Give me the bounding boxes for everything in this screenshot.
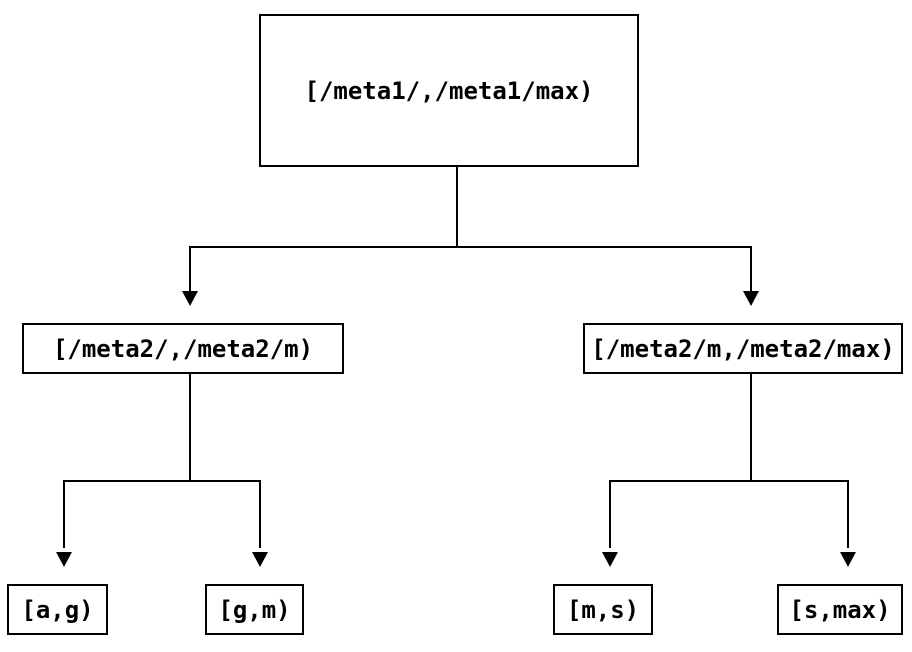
arrow-down-icon — [743, 291, 759, 306]
tree-node-meta2-right-label: [/meta2/m,/meta2/max) — [591, 334, 895, 363]
tree-leaf-ms: [m,s) — [553, 584, 653, 635]
edge-left-to-gm-drop-line — [259, 480, 261, 548]
edge-left-to-ag-drop-line — [63, 480, 65, 548]
arrow-down-icon — [252, 552, 268, 567]
tree-node-meta2-left: [/meta2/,/meta2/m) — [22, 323, 344, 374]
tree-leaf-smax: [s,max) — [777, 584, 903, 635]
arrow-down-icon — [602, 552, 618, 567]
tree-leaf-gm: [g,m) — [205, 584, 304, 635]
tree-node-root: [/meta1/,/meta1/max) — [259, 14, 639, 167]
arrow-down-icon — [840, 552, 856, 567]
tree-leaf-ag: [a,g) — [7, 584, 108, 635]
edge-left-branch-line — [63, 480, 261, 482]
arrow-down-icon — [182, 291, 198, 306]
arrow-down-icon — [56, 552, 72, 567]
tree-node-root-label: [/meta1/,/meta1/max) — [304, 76, 594, 105]
edge-root-to-left-drop-line — [189, 246, 191, 291]
edge-root-branch-line — [189, 246, 752, 248]
tree-leaf-smax-label: [s,max) — [789, 595, 891, 624]
edge-root-to-right-drop-line — [750, 246, 752, 291]
tree-node-meta2-left-label: [/meta2/,/meta2/m) — [52, 334, 314, 363]
edge-right-to-ms-drop-line — [609, 480, 611, 548]
edge-left-stem-line — [189, 374, 191, 482]
edge-root-stem-line — [456, 167, 458, 248]
tree-leaf-ag-label: [a,g) — [21, 595, 94, 624]
edge-right-stem-line — [750, 374, 752, 482]
tree-leaf-gm-label: [g,m) — [218, 595, 291, 624]
tree-leaf-ms-label: [m,s) — [566, 595, 640, 624]
edge-right-to-smax-drop-line — [847, 480, 849, 548]
edge-right-branch-line — [609, 480, 849, 482]
tree-node-meta2-right: [/meta2/m,/meta2/max) — [583, 323, 903, 374]
